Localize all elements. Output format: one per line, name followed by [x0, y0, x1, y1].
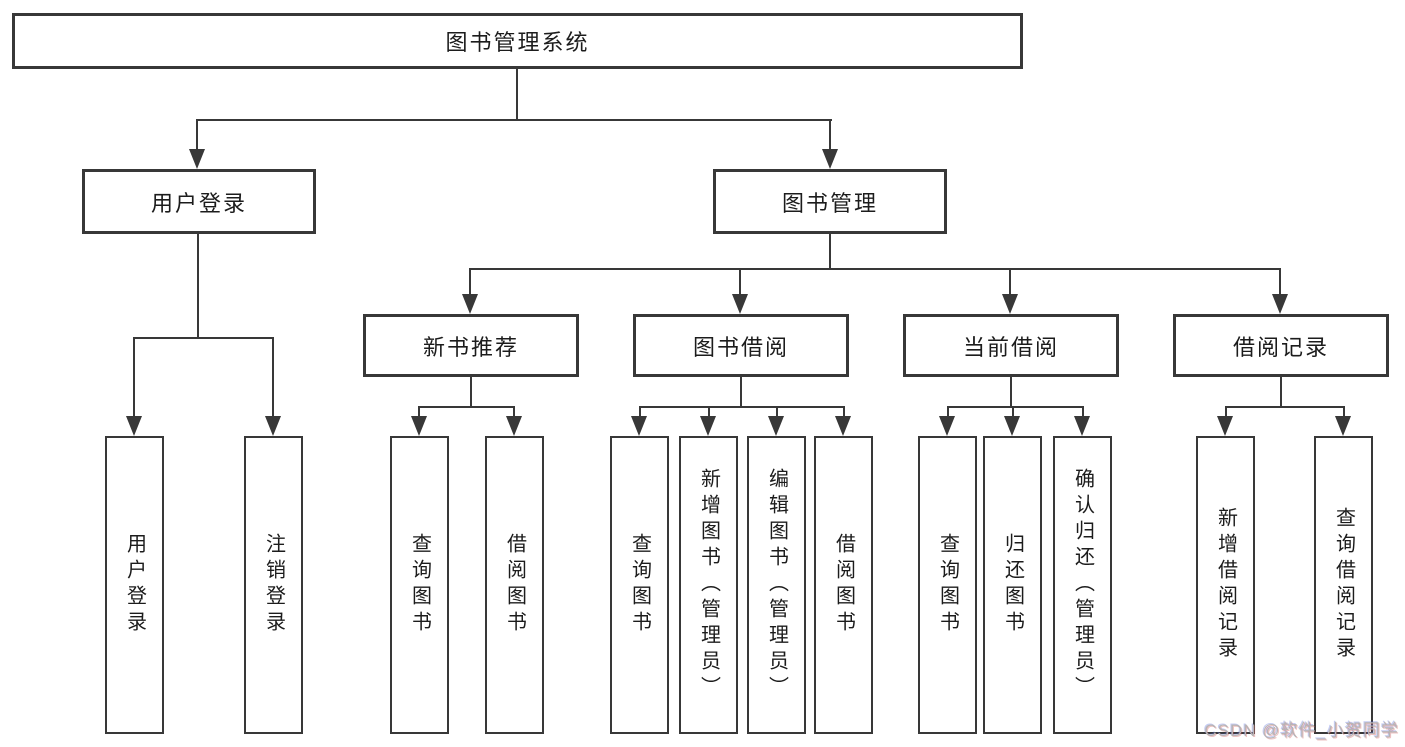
- arrowhead-icon: [1004, 416, 1020, 436]
- connector-line: [1343, 406, 1345, 418]
- node-label: 注销登录: [262, 533, 285, 637]
- arrowhead-icon: [768, 416, 784, 436]
- node-user-login-branch: 用户登录: [82, 169, 316, 234]
- node-borrowing-records: 借阅记录: [1173, 314, 1389, 377]
- node-label: 当前借阅: [962, 334, 1059, 360]
- leaf-confirm-return-admin: 确认归还（管理员）: [1053, 436, 1112, 734]
- arrowhead-icon: [411, 416, 427, 436]
- connector-line: [708, 406, 710, 418]
- arrowhead-icon: [732, 294, 748, 314]
- node-label: 查询图书: [408, 533, 431, 637]
- connector-line: [470, 377, 472, 407]
- connector-line: [947, 406, 1083, 408]
- arrowhead-icon: [1074, 416, 1090, 436]
- connector-line: [829, 119, 831, 151]
- connector-line: [1279, 268, 1281, 295]
- node-label: 编辑图书（管理员）: [765, 468, 788, 702]
- leaf-borrow-books-recommend: 借阅图书: [485, 436, 544, 734]
- connector-line: [947, 406, 949, 418]
- leaf-query-borrow-record: 查询借阅记录: [1314, 436, 1373, 734]
- arrowhead-icon: [126, 416, 142, 436]
- connector-line: [197, 234, 199, 338]
- connector-line: [1225, 406, 1227, 418]
- node-label: 图书管理系统: [445, 30, 590, 55]
- arrowhead-icon: [462, 294, 478, 314]
- arrowhead-icon: [1002, 294, 1018, 314]
- leaf-query-books-borrowing: 查询图书: [610, 436, 669, 734]
- leaf-user-login: 用户登录: [105, 436, 164, 734]
- node-book-borrowing: 图书借阅: [633, 314, 849, 377]
- arrowhead-icon: [189, 149, 205, 169]
- arrowhead-icon: [1272, 294, 1288, 314]
- arrowhead-icon: [835, 416, 851, 436]
- leaf-query-books-recommend: 查询图书: [390, 436, 449, 734]
- node-label: 新书推荐: [422, 334, 519, 360]
- connector-line: [513, 406, 515, 418]
- node-label: 新增借阅记录: [1214, 507, 1237, 663]
- leaf-return-books: 归还图书: [983, 436, 1042, 734]
- arrowhead-icon: [631, 416, 647, 436]
- connector-line: [197, 119, 832, 121]
- node-new-book-recommend: 新书推荐: [363, 314, 579, 377]
- connector-line: [639, 406, 844, 408]
- leaf-add-books-admin: 新增图书（管理员）: [679, 436, 738, 734]
- connector-line: [418, 406, 420, 418]
- leaf-query-books-current: 查询图书: [918, 436, 977, 734]
- connector-line: [1009, 268, 1011, 295]
- node-root-library-management-system: 图书管理系统: [12, 13, 1023, 69]
- node-label: 查询图书: [936, 533, 959, 637]
- arrowhead-icon: [265, 416, 281, 436]
- csdn-watermark: CSDN @软件_小贺同学: [1204, 721, 1399, 740]
- connector-line: [1280, 377, 1282, 407]
- connector-line: [133, 337, 274, 339]
- arrowhead-icon: [822, 149, 838, 169]
- connector-line: [843, 406, 845, 418]
- connector-line: [639, 406, 641, 418]
- connector-line: [1225, 406, 1344, 408]
- connector-line: [516, 69, 518, 120]
- node-book-management-branch: 图书管理: [713, 169, 947, 234]
- connector-line: [272, 337, 274, 417]
- connector-line: [1082, 406, 1084, 418]
- leaf-borrow-books: 借阅图书: [814, 436, 873, 734]
- node-label: 确认归还（管理员）: [1071, 468, 1094, 702]
- node-label: 查询借阅记录: [1332, 507, 1355, 663]
- node-label: 借阅图书: [832, 533, 855, 637]
- node-label: 查询图书: [628, 533, 651, 637]
- connector-line: [196, 119, 198, 151]
- connector-line: [469, 268, 1281, 270]
- leaf-logout: 注销登录: [244, 436, 303, 734]
- node-label: 用户登录: [150, 190, 247, 216]
- node-label: 新增图书（管理员）: [697, 468, 720, 702]
- arrowhead-icon: [1217, 416, 1233, 436]
- connector-line: [418, 406, 515, 408]
- connector-line: [740, 377, 742, 407]
- node-current-borrowing: 当前借阅: [903, 314, 1119, 377]
- connector-line: [469, 268, 471, 295]
- connector-line: [776, 406, 778, 418]
- connector-line: [739, 268, 741, 295]
- arrowhead-icon: [1335, 416, 1351, 436]
- node-label: 借阅图书: [503, 533, 526, 637]
- connector-line: [1012, 406, 1014, 418]
- node-label: 用户登录: [123, 533, 146, 637]
- node-label: 借阅记录: [1232, 334, 1329, 360]
- connector-line: [829, 234, 831, 269]
- arrowhead-icon: [700, 416, 716, 436]
- arrowhead-icon: [939, 416, 955, 436]
- arrowhead-icon: [506, 416, 522, 436]
- node-label: 归还图书: [1001, 533, 1024, 637]
- connector-line: [1010, 377, 1012, 407]
- node-label: 图书借阅: [692, 334, 789, 360]
- connector-line: [133, 337, 135, 417]
- node-label: 图书管理: [781, 190, 878, 216]
- leaf-add-borrow-record: 新增借阅记录: [1196, 436, 1255, 734]
- leaf-edit-books-admin: 编辑图书（管理员）: [747, 436, 806, 734]
